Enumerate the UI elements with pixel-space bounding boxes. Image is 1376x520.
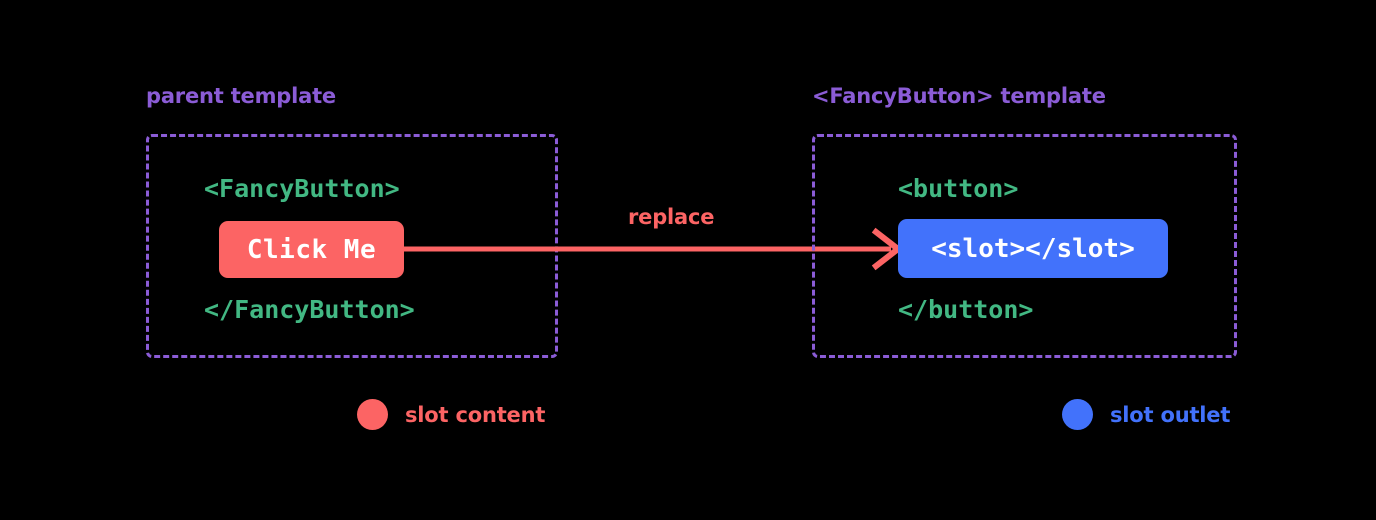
slot-outlet-chip-label: <slot></slot> [931,233,1135,264]
slot-content-swatch-icon [357,399,388,430]
button-open-tag: <button> [898,174,1019,203]
fancybutton-template-box [812,134,1237,358]
slot-content-chip-label: Click Me [246,234,377,265]
slot-outlet-swatch-icon [1062,399,1093,430]
parent-open-tag: <FancyButton> [204,174,400,203]
button-close-tag: </button> [898,295,1034,324]
legend-label-slot-content: slot content [405,402,546,427]
fancybutton-template-heading: <FancyButton> template [812,84,1106,108]
parent-template-heading: parent template [146,84,336,108]
parent-close-tag: </FancyButton> [204,295,415,324]
replace-label: replace [628,205,715,229]
legend-item-slot-content: slot content [357,399,545,430]
parent-template-box [146,134,558,358]
legend-item-slot-outlet: slot outlet [1062,399,1230,430]
slot-content-chip: Click Me [219,221,404,278]
legend-label-slot-outlet: slot outlet [1110,402,1231,427]
slot-outlet-chip: <slot></slot> [898,219,1168,278]
